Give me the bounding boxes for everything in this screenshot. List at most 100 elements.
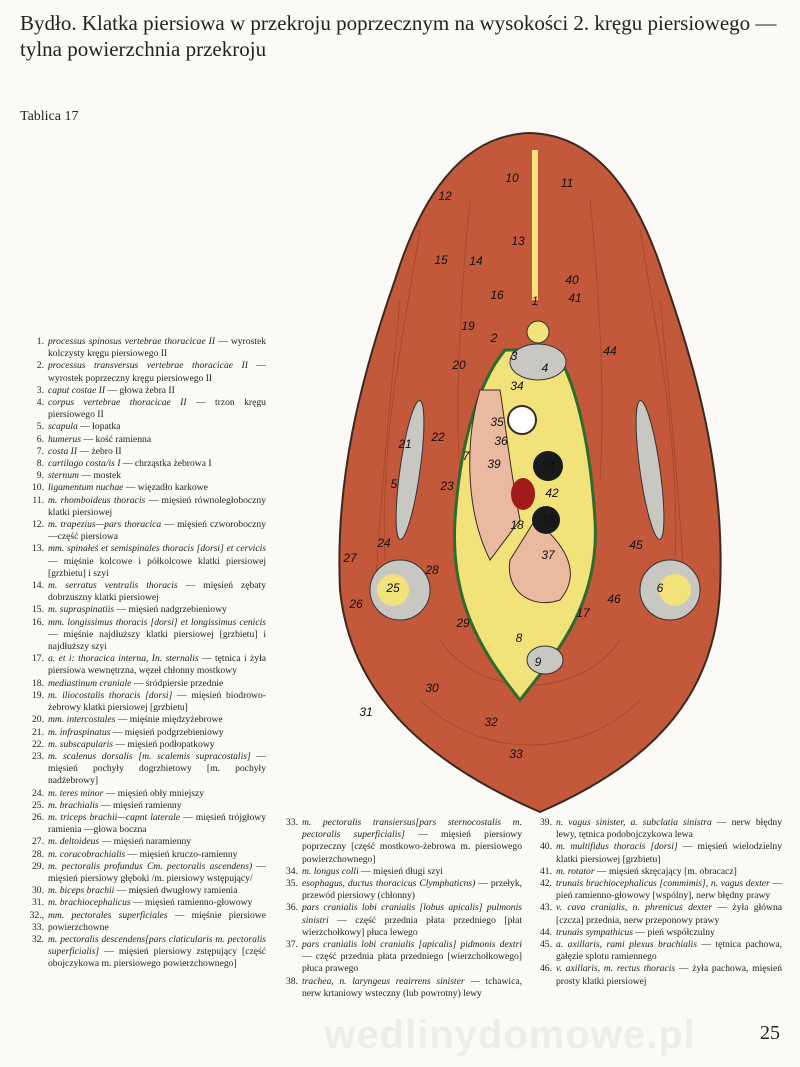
figure-label-29: 29 bbox=[455, 616, 470, 630]
legend-latin-term: corpus vertebrae thoracicae II bbox=[48, 397, 187, 409]
figure-label-43: 43 bbox=[540, 512, 554, 526]
legend-latin-term: n. vagus sinister, a. subclatia sinistra bbox=[556, 817, 712, 828]
legend-latin-term: mm. intercostales bbox=[48, 714, 116, 726]
legend-number: 2. bbox=[36, 360, 44, 372]
legend-latin-term: trachea, n. laryngeus reairrens sinister bbox=[302, 975, 465, 987]
brachiocephalic-trunk bbox=[511, 478, 535, 510]
legend-polish-term: mięsień wielodzielny klatki piersiowej [… bbox=[556, 841, 783, 865]
legend-polish-term: mięsień zębaty dobrzuszny klatki piersio… bbox=[48, 580, 266, 604]
legend-item: 7.costa II — żebro II bbox=[22, 446, 266, 458]
legend-polish-term: śródpiersie przednie bbox=[145, 677, 224, 689]
legend-number: 23. bbox=[32, 750, 44, 762]
figure-label-21: 21 bbox=[397, 437, 411, 451]
figure-label-27: 27 bbox=[342, 551, 358, 565]
left-scapula bbox=[395, 400, 425, 540]
figure-label-3: 3 bbox=[511, 349, 518, 363]
legend-polish-term: kość ramienna bbox=[95, 433, 152, 445]
figure-label-6: 6 bbox=[657, 581, 664, 595]
right-scapula bbox=[635, 400, 665, 540]
legend-polish-term: mięsień dwugłowy ramienia bbox=[128, 885, 238, 897]
legend-latin-term: m. brachialis bbox=[48, 799, 99, 811]
legend-item: 28.m. coracobrachialis — mięsień kruczo-… bbox=[22, 849, 266, 861]
legend-number: 17. bbox=[32, 653, 44, 665]
legend-item: 39. n. vagus sinister, a. subclatia sinis… bbox=[530, 817, 782, 841]
legend-latin-term: a. axillaris, rami plexus brachialis bbox=[556, 939, 697, 951]
figure-label-2: 2 bbox=[490, 331, 498, 345]
legend-item: 18.mediastinum craniale — śródpiersie pr… bbox=[22, 678, 266, 690]
legend-number: 4. bbox=[36, 397, 44, 409]
legend-number: 19. bbox=[32, 689, 44, 701]
legend-latin-term: mm. pectorales superficiales bbox=[48, 909, 168, 921]
legend-number: 11. bbox=[32, 494, 44, 506]
figure-label-9: 9 bbox=[535, 655, 542, 669]
legend-number: 34. bbox=[286, 865, 298, 877]
legend-item: 9.sternum — mostek bbox=[22, 470, 266, 482]
legend-polish-term: żyła główna [czcza] przednia, nerw przep… bbox=[556, 902, 783, 926]
legend-item: 32., 33.mm. pectorales superficiales — m… bbox=[22, 910, 266, 934]
legend-polish-term: żebro II bbox=[91, 445, 122, 457]
legend-number: 20. bbox=[32, 714, 44, 726]
legend-item: 26.m. triceps brachii—capnt laterale — m… bbox=[22, 812, 266, 836]
legend-item: 14.m. serratus ventralis thoracis — mięs… bbox=[22, 580, 266, 604]
legend-latin-term: esophagus, ductus thoracicus Clymphaticn… bbox=[302, 878, 476, 890]
figure-label-45: 45 bbox=[629, 538, 643, 552]
legend-latin-term: m. multifidus thoracis [dorsi] bbox=[556, 841, 678, 853]
legend-latin-term: costa II bbox=[48, 445, 78, 457]
legend-polish-term: mięsień podłopatkowy bbox=[127, 738, 215, 750]
legend-number: 42. bbox=[540, 878, 552, 890]
legend-latin-term: ligamentum nuchae bbox=[48, 482, 124, 494]
legend-item: 5.scapula — łopatka bbox=[22, 421, 266, 433]
legend-polish-term: więzadło karkowe bbox=[137, 482, 208, 494]
legend-latin-term: humerus bbox=[48, 433, 82, 445]
legend-item: 6.humerus — kość ramienna bbox=[22, 434, 266, 446]
legend-number: 30. bbox=[32, 885, 44, 897]
legend-number: 26. bbox=[32, 811, 44, 823]
figure-label-14: 14 bbox=[469, 254, 483, 268]
legend-latin-term: m. deltoideus bbox=[48, 836, 100, 848]
legend-latin-term: m. brachiocephalicus bbox=[48, 897, 131, 909]
legend-latin-term: m. trapezius—pars thoracica bbox=[48, 519, 162, 531]
legend-polish-term: tętnica i żyła piersiowa wewnętrzna, węz… bbox=[48, 653, 266, 677]
figure-label-31: 31 bbox=[359, 705, 372, 719]
legend-number: 35. bbox=[286, 878, 298, 890]
legend-item: 29.m. pectoralis profundus Cm. pectorali… bbox=[22, 861, 266, 885]
figure-label-5: 5 bbox=[391, 477, 398, 491]
legend-item: 33.m. pectoralis transiersus[pars sterno… bbox=[276, 817, 522, 866]
figure-label-33: 33 bbox=[509, 747, 523, 761]
legend-latin-term: a. et i: thoracica interna, In. sternali… bbox=[48, 653, 199, 665]
legend-item: 42. trunais brachiocephalicus [commimis],… bbox=[530, 878, 782, 902]
legend-number: 14. bbox=[32, 580, 44, 592]
legend-number: 45. bbox=[540, 939, 552, 951]
figure-label-30: 30 bbox=[425, 681, 439, 695]
legend-item: 36.pars cranialis lobi cranialis [lobus … bbox=[276, 902, 522, 939]
vertebra-body bbox=[509, 343, 567, 381]
legend-item: 45.a. axillaris, rami plexus brachialis … bbox=[530, 939, 782, 963]
legend-latin-term: v. cava cranialis, n. phrenicus dexter bbox=[556, 902, 713, 914]
left-lung bbox=[469, 389, 521, 561]
figure-label-25: 25 bbox=[385, 581, 400, 595]
legend-number: 39. bbox=[540, 817, 552, 828]
legend-polish-term: mięsień pochyły dogrzbietowy [m. pochyły… bbox=[48, 763, 266, 787]
legend-latin-term: m. scalenus dorsalis [m. scalemis suprac… bbox=[48, 750, 251, 762]
plate-number: Tablica 17 bbox=[20, 109, 79, 124]
legend-number: 32. bbox=[32, 933, 44, 945]
legend-item: 27.m. deltoideus — mięsień naramienny bbox=[22, 836, 266, 848]
legend-number: 33. bbox=[286, 817, 298, 828]
legend-polish-term: trzon kręgu piersiowego II bbox=[48, 397, 266, 421]
legend-latin-term: trunais brachiocephalicus [commimis], n.… bbox=[556, 878, 770, 890]
legend-item: 17. a. et i: thoracica interna, In. stern… bbox=[22, 653, 266, 677]
legend-number: 46. bbox=[540, 963, 552, 975]
legend-polish-term: mięsień nadgrzebieniowy bbox=[128, 604, 227, 616]
legend-number: 1. bbox=[36, 336, 44, 347]
figure-label-7: 7 bbox=[463, 449, 471, 463]
legend-item: 11.m. rhomboideus thoracis — mięsień rów… bbox=[22, 495, 266, 519]
legend-number: 43. bbox=[540, 902, 552, 914]
legend-polish-term: mięsień obły mniejszy bbox=[117, 787, 205, 799]
legend-polish-term: pień ramienno-głowowy [wspólny], nerw bł… bbox=[556, 890, 771, 902]
figure-label-24: 24 bbox=[376, 536, 391, 550]
legend-number: 40. bbox=[540, 841, 552, 853]
legend-latin-term: pars cranialis lobi cranialis [apicalis]… bbox=[302, 939, 522, 951]
legend-number: 12. bbox=[32, 519, 44, 531]
figure-label-46: 46 bbox=[607, 592, 621, 606]
